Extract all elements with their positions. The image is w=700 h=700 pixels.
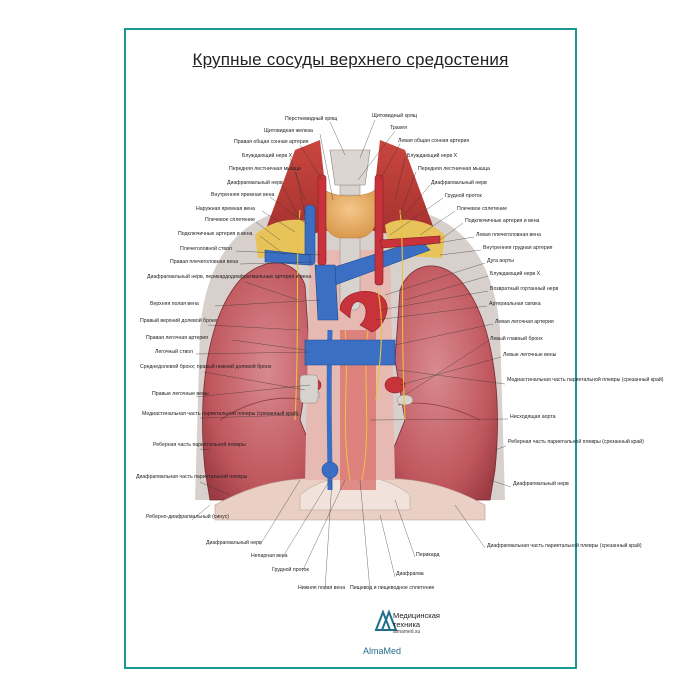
label-cricoid-cartilage: Перстневидный хрящ — [285, 115, 338, 122]
label-ligamentum-arteriosum: Артериальная связка — [489, 301, 541, 307]
label-thoracic-duct-top: Грудной проток — [445, 192, 483, 199]
brand-line2: техника — [393, 620, 421, 629]
label-phrenic-nerve-left-low: Диафрагмальный нерв — [513, 480, 569, 487]
label-thyroid-gland: Щитовидная железа — [264, 128, 313, 134]
leader-lines — [191, 119, 512, 591]
label-diaphragmatic-pleura-right: Диафрагмальная часть париетальной плевры — [136, 473, 248, 480]
label-brachial-plexus: Плечевое сплетение — [205, 217, 255, 223]
label-phrenic-pericardiophrenic: Диафрагмальный нерв, перикардодиафрагмал… — [147, 273, 311, 280]
label-thoracic-duct: Грудной проток — [272, 566, 310, 573]
label-left-brachiocephalic-vein: Левая плечеголовная вена — [476, 232, 541, 238]
almamed-logo-icon — [374, 609, 398, 631]
label-int-thoracic-artery: Внутренняя грудная артерия — [483, 245, 553, 251]
brand-url: almamed.su — [393, 629, 421, 635]
label-pulmonary-trunk: Легочный ствол — [155, 348, 193, 355]
label-phrenic-right: Диафрагмальный нерв — [227, 179, 283, 186]
label-right-brachiocephalic-vein: Правая плечеголовная вена — [170, 259, 238, 265]
label-pericardium: Перикард — [416, 552, 439, 558]
svc — [314, 264, 339, 321]
pulmonary-trunk-vein — [304, 339, 396, 366]
label-ivc: Нижняя полая вена — [298, 585, 345, 591]
brand-wordmark: AlmaMed — [363, 646, 402, 656]
poster-title: Крупные сосуды верхнего средостения — [192, 50, 509, 69]
label-left-pulmonary-artery: Левая легочная артерия — [495, 319, 554, 325]
label-diaphragmatic-pleura-left: Диафрагмальная часть париетальной плевры… — [487, 542, 642, 549]
brand-line1: Медицинская — [393, 611, 440, 620]
label-subclavian-left: Подключичные артерия и вена — [465, 218, 540, 224]
label-mediastinal-pleura-left: Медиастинальная часть париетальной плевр… — [507, 376, 664, 383]
label-esophagus: Пищевод и пищеводное сплетение — [350, 585, 434, 591]
thyroid-cartilage — [329, 149, 371, 186]
aortic-arch — [339, 291, 388, 333]
label-right-pulmonary-veins: Правые легочные вены — [152, 391, 209, 397]
right-common-carotid — [317, 174, 327, 266]
label-svc: Верхняя полая вена — [150, 301, 199, 307]
label-ant-scalene-left: Передняя лестничная мышца — [418, 166, 490, 172]
label-phrenic-bottom: Диафрагмальный нерв — [206, 539, 262, 546]
label-left-main-bronchus: Левый главный бронх — [490, 335, 543, 342]
right-lung — [202, 262, 321, 501]
label-brachial-plexus-left: Плечевое сплетение — [457, 206, 507, 212]
label-left-pulmonary-veins: Левые легочные вены — [503, 352, 557, 358]
label-vagus-left: Блуждающий нерв X — [407, 152, 458, 159]
label-vagus-left2: Блуждающий нерв X — [490, 270, 541, 277]
label-azygos: Непарная вена — [251, 553, 288, 559]
top-labels: Перстневидный хрящ Щитовидный хрящ Щитов… — [136, 112, 664, 591]
label-right-common-carotid: Правая общая сонная артерия — [234, 139, 309, 145]
thyroid-gland — [321, 189, 379, 239]
label-int-jugular: Внутренняя яремная вена — [211, 192, 274, 198]
label-right-upper-lobe-bronchus: Правый верхний долевой бронх — [140, 317, 218, 324]
label-aortic-arch: Дуга аорты — [487, 258, 514, 264]
label-ext-jugular: Наружная яремная вена — [196, 206, 255, 212]
label-recurrent-laryngeal: Возвратный гортанный нерв — [490, 285, 558, 292]
label-phrenic-left: Диафрагмальный нерв — [431, 179, 487, 186]
label-thyroid-cartilage: Щитовидный хрящ — [372, 112, 418, 119]
label-costal-pleura-right: Реберная часть париетальной плевры — [153, 441, 246, 448]
label-mediastinal-pleura-right: Медиастинальная часть париетальной плевр… — [142, 410, 299, 417]
left-lung — [384, 265, 498, 501]
label-costodiaphragmatic-recess: Реберно-диафрагмальный (синус) — [146, 513, 229, 520]
fat-right — [255, 219, 315, 258]
label-trachea: Трахея — [390, 125, 407, 131]
label-ant-scalene-right: Передняя лестничная мышца — [229, 166, 301, 172]
label-descending-aorta: Нисходящая аорта — [510, 414, 556, 420]
label-vagus-right: Блуждающий нерв X — [242, 152, 293, 159]
label-intermediate-bronchus: Среднедолевой бронх; правый нижний долев… — [140, 363, 272, 370]
label-diaphragm: Диафрагма — [396, 571, 424, 577]
label-costal-pleura-left: Реберная часть париетальной плевры (срез… — [508, 438, 644, 445]
label-brachiocephalic-trunk: Плечеголовной ствол — [180, 245, 232, 252]
label-subclavian-right: Подключичные артерия и вена — [178, 231, 253, 237]
label-left-common-carotid: Левая общая сонная артерия — [398, 138, 469, 144]
left-common-carotid — [374, 174, 384, 286]
label-right-pulmonary-artery: Правая легочная артерия — [146, 335, 208, 341]
